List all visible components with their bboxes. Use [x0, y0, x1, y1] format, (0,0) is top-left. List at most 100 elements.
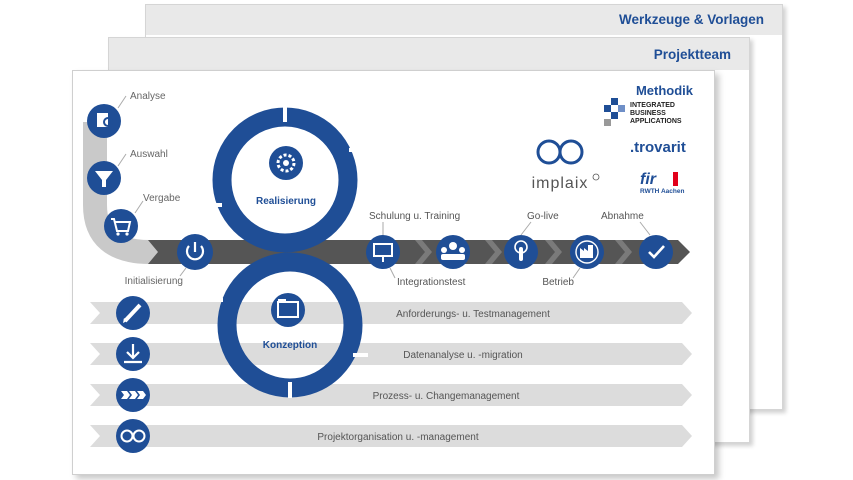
- ring-realisierung: [207, 106, 363, 253]
- label-leader: [117, 95, 127, 109]
- icon-shape: [580, 245, 593, 258]
- infinity-icon: [116, 419, 150, 453]
- registered-mark: [592, 173, 600, 181]
- icon-shape: [103, 117, 113, 127]
- folder-icon: [271, 293, 305, 327]
- label-leader: [134, 200, 144, 214]
- iba-line-1: INTEGRATED: [630, 102, 675, 109]
- icon-shape: [519, 247, 523, 261]
- fir-logo-text: fir: [640, 171, 657, 188]
- step-label-betrieb: Betrieb: [542, 277, 574, 288]
- icon-shape: [121, 391, 130, 399]
- check-icon: [639, 235, 673, 269]
- logo-square: [604, 119, 611, 126]
- factory-icon: [570, 235, 604, 269]
- logo-square: [604, 105, 611, 112]
- icon-shape: [283, 160, 289, 166]
- icon-shape: [132, 429, 146, 443]
- step-label-initialisierung: Initialisierung: [125, 276, 183, 287]
- implaix-logo: implaix: [532, 139, 600, 192]
- icon-shape: [129, 391, 138, 399]
- chevron-shape: [415, 240, 432, 264]
- icon-shape: [126, 351, 140, 360]
- fir-logo-bar: [673, 172, 678, 186]
- logo-ring: [558, 139, 584, 165]
- icon-shape: [97, 113, 108, 127]
- team-icon: [436, 235, 470, 269]
- gears-icon: [269, 146, 303, 180]
- label-leader: [639, 221, 651, 236]
- implaix-logo-text: implaix: [532, 175, 589, 192]
- lane-label-anforderungs: Anforderungs- u. Testmanagement: [396, 309, 550, 320]
- layer-title-werkzeuge: Werkzeuge & Vorlagen: [618, 12, 764, 27]
- ring-konzeption: [208, 252, 368, 398]
- funnel-icon: [87, 161, 121, 195]
- label-leader: [572, 267, 581, 279]
- icon-shape: [449, 242, 457, 250]
- icon-shape: [441, 254, 465, 260]
- icon-shape: [125, 232, 129, 236]
- lane-label-projektorganisation: Projektorganisation u. -management: [317, 432, 478, 443]
- lane-shape: [90, 384, 692, 406]
- iba-line-3: APPLICATIONS: [630, 118, 682, 125]
- icon-shape: [116, 232, 120, 236]
- chevron-shape: [485, 240, 502, 264]
- logo-square: [611, 112, 618, 119]
- icon-shape: [123, 318, 127, 323]
- analyse-icon: [87, 104, 121, 138]
- icon-shape: [111, 218, 132, 232]
- icon-shape: [575, 240, 599, 264]
- trovarit-logo: .trovarit: [630, 139, 686, 156]
- icon-shape: [278, 299, 286, 303]
- icon-shape: [185, 245, 205, 261]
- band-chevrons: [415, 240, 632, 264]
- lane-shape: [90, 302, 692, 324]
- chevron-shape: [615, 240, 632, 264]
- icon-shape: [137, 391, 146, 399]
- lane-shape: [90, 425, 692, 447]
- fir-logo: fir RWTH Aachen: [640, 171, 684, 195]
- icon-shape: [441, 247, 447, 253]
- icon-disc: [271, 293, 305, 327]
- icon-disc: [639, 235, 673, 269]
- logo-ring: [536, 139, 562, 165]
- methodik-card: [72, 70, 715, 475]
- logo-square: [618, 105, 625, 112]
- label-leader: [520, 221, 532, 236]
- pen-icon: [116, 296, 150, 330]
- chevron-shape: [545, 240, 562, 264]
- cart-icon: [104, 209, 138, 243]
- step-label-go-live: Go-live: [527, 211, 559, 222]
- icon-disc: [366, 235, 400, 269]
- icon-shape: [459, 247, 465, 253]
- touch-icon: [504, 235, 538, 269]
- methodik-title: Methodik: [636, 83, 694, 98]
- label-leader: [179, 267, 187, 277]
- icon-shape: [276, 153, 296, 173]
- fir-logo-sub: RWTH Aachen: [640, 188, 684, 195]
- icon-shape: [277, 301, 299, 318]
- logo-square: [611, 98, 618, 105]
- label-leader: [117, 153, 127, 167]
- training-icon: [366, 235, 400, 269]
- lane-label-datenanalyse: Datenanalyse u. -migration: [403, 350, 523, 361]
- iba-line-2: BUSINESS: [630, 110, 666, 117]
- step-label-auswahl: Auswahl: [130, 149, 168, 160]
- ring-circle: [212, 107, 358, 253]
- phase-title-konzeption: Konzeption: [263, 340, 317, 351]
- lane-label-prozess: Prozess- u. Changemanagement: [373, 391, 520, 402]
- step-label-analyse: Analyse: [130, 91, 166, 102]
- iba-logo: INTEGRATED BUSINESS APPLICATIONS: [604, 98, 682, 126]
- icon-shape: [123, 303, 142, 323]
- step-label-schulung: Schulung u. Training: [369, 211, 460, 222]
- lane-shape: [90, 343, 692, 365]
- layer-title-projektteam: Projektteam: [653, 47, 731, 62]
- lanes: [90, 302, 692, 447]
- icon-shape: [648, 245, 665, 259]
- download-icon: [116, 337, 150, 371]
- entry-path: [83, 122, 200, 264]
- icon-disc: [104, 209, 138, 243]
- step-label-abnahme: Abnahme: [601, 211, 644, 222]
- label-leader: [389, 267, 396, 279]
